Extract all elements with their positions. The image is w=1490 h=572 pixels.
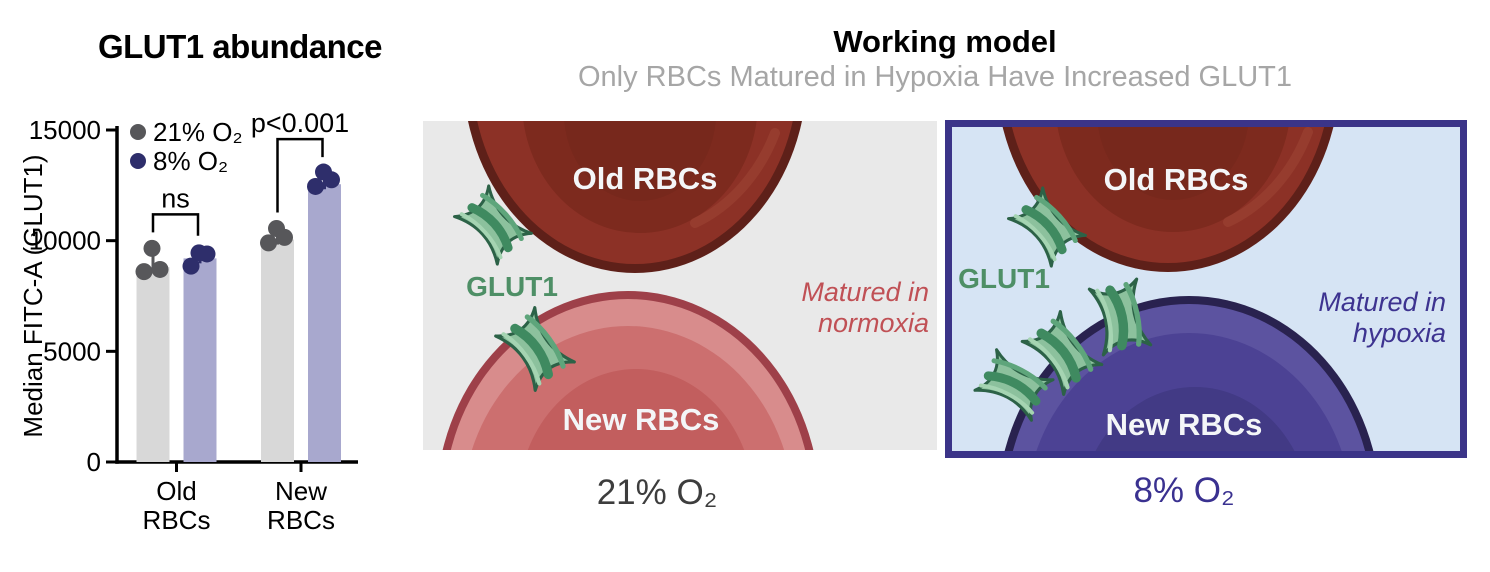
new-rbcs-label: New RBCs <box>562 402 720 437</box>
matured-line2: normoxia <box>817 308 929 338</box>
matured-line2: hypoxia <box>1352 318 1446 348</box>
old-rbcs-label: Old RBCs <box>572 161 718 196</box>
new-rbcs-label: New RBCs <box>1105 407 1263 442</box>
data-point <box>151 260 169 278</box>
matured-line1: Matured in <box>801 277 929 307</box>
y-axis-title: Median FITC-A (GLUT1) <box>18 154 48 437</box>
x-category-label: RBCs <box>143 505 211 535</box>
legend-dot <box>130 124 146 140</box>
significance-bracket <box>151 213 200 236</box>
old-rbcs-label: Old RBCs <box>1103 162 1249 197</box>
matured-line1: Matured in <box>1318 287 1446 317</box>
panel-hypoxia: Old RBCs New RBCs GLUT1 Matured in hypox… <box>945 120 1467 458</box>
bar <box>308 184 341 462</box>
significance-label: ns <box>161 183 190 213</box>
data-point <box>143 239 161 257</box>
data-point <box>315 163 332 181</box>
data-point <box>268 219 285 237</box>
oxygen-caption-hypoxia: 8% O₂ <box>1133 471 1235 510</box>
significance-label: p<0.001 <box>251 108 349 138</box>
y-tick-label: 5000 <box>43 336 101 366</box>
legend-label: 8% O₂ <box>153 146 228 176</box>
x-category-label: RBCs <box>267 505 335 535</box>
data-point <box>260 234 277 252</box>
oxygen-caption-normoxia: 21% O₂ <box>596 473 718 512</box>
y-tick-label: 15000 <box>29 115 101 145</box>
bar <box>261 239 294 462</box>
matured-in-normoxia-label: Matured in normoxia <box>801 277 929 339</box>
x-category-label: Old <box>156 476 196 506</box>
data-point <box>135 263 153 281</box>
x-category-label: New <box>275 476 327 506</box>
significance-bracket <box>276 137 324 213</box>
model-title: Working model <box>833 24 1057 59</box>
chart-title: GLUT1 abundance <box>97 28 383 65</box>
legend-label: 21% O₂ <box>153 117 243 147</box>
data-point <box>182 257 200 275</box>
bar <box>183 258 217 462</box>
y-tick-label: 0 <box>87 447 101 477</box>
glut1-text-label: GLUT1 <box>958 263 1050 294</box>
bar <box>136 267 170 462</box>
data-point <box>190 244 208 262</box>
y-tick-label: 10000 <box>29 226 101 256</box>
old-rbc-cell <box>463 121 807 273</box>
matured-in-hypoxia-label: Matured in hypoxia <box>1318 287 1446 349</box>
data-point <box>307 177 324 195</box>
model-subtitle: Only RBCs Matured in Hypoxia Have Increa… <box>577 61 1292 93</box>
panel-normoxia: Old RBCs New RBCs GLUT1 Matured in normo… <box>423 121 937 450</box>
glut1-text-label: GLUT1 <box>466 271 558 302</box>
legend-dot <box>130 153 146 169</box>
